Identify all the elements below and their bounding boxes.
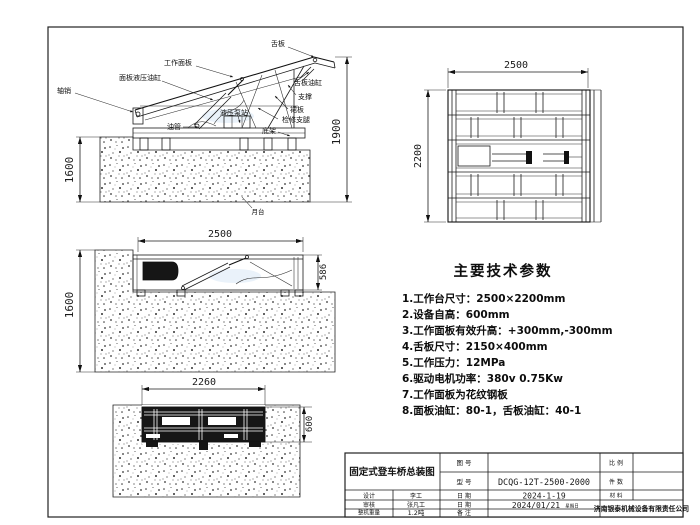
dim-plan-width: 2200 (413, 89, 446, 223)
date-label-1: 日 期 (457, 492, 471, 500)
note-label: 备 注 (457, 509, 471, 517)
label-base-frame: 底架 (262, 126, 276, 135)
label-support: 支撑 (298, 92, 312, 101)
auditor-name: 张凡工 (407, 501, 425, 509)
dim-plan-length: 2500 (447, 60, 589, 88)
label-pump-station: 液压泵站 (220, 108, 248, 117)
view-front: 2260 600 (112, 377, 315, 498)
weight-value: 1.2吨 (408, 508, 425, 517)
label-oil-pipe: 油管 (167, 122, 181, 131)
dim-2200: 2200 (413, 144, 424, 168)
label-tongue-cylinder: 舌板油缸 (294, 78, 322, 87)
date-2-note: 星期日 (565, 504, 579, 510)
model-value: DCQG-12T-2500-2000 (498, 478, 590, 488)
tech-param-2: 2.设备自高：600mm (402, 308, 510, 321)
watermark (209, 269, 261, 283)
label-tongue-plate: 舌板 (271, 39, 285, 48)
dim-frame-width: 2260 (141, 377, 266, 405)
dim-2500-lowered: 2500 (208, 229, 232, 240)
audit-label: 审核 (363, 501, 375, 509)
dim-lift-height: 1900 (310, 56, 352, 203)
dim-1900: 1900 (330, 119, 343, 146)
scale-label: 比 例 (609, 459, 623, 467)
tech-param-5: 5.工作压力：12MPa (402, 356, 505, 369)
label-panel-cylinder: 面板液压油缸 (119, 73, 161, 82)
date-1: 2024-1-19 (522, 492, 566, 501)
date-2: 2024/01/21 (512, 501, 560, 510)
qty-label: 件 数 (609, 478, 623, 486)
label-service-leg: 检修支腿 (282, 115, 310, 124)
company-name: 济南银泰机械设备有限责任公司 (594, 504, 689, 513)
dim-2260: 2260 (192, 377, 216, 388)
dim-1600-lowered: 1600 (63, 292, 76, 319)
model-label: 型 号 (456, 477, 472, 486)
dim-platform-length: 2500 (137, 229, 304, 252)
weight-label: 整机重量 (358, 509, 381, 517)
dim-closed-height: 586 (303, 254, 329, 291)
dim-600: 600 (305, 416, 315, 432)
dim-2500-plan: 2500 (504, 60, 528, 71)
tech-params: 主要技术参数 1.工作台尺寸：2500×2200mm 2.设备自高：600mm … (402, 262, 613, 417)
tech-param-7: 7.工作面板为花纹钢板 (402, 388, 508, 401)
dim-1600-raised: 1600 (63, 157, 76, 184)
view-plan: 2500 2200 (413, 60, 602, 223)
design-label: 设计 (363, 492, 375, 500)
date-label-2: 日 期 (457, 501, 471, 509)
fig-no-label: 图 号 (456, 459, 472, 467)
tech-param-6: 6.驱动电机功率：380v 0.75Kw (402, 372, 563, 385)
label-skirt-plate: 裙板 (290, 105, 304, 114)
label-axle-pin: 轴销 (57, 86, 71, 95)
tech-params-title: 主要技术参数 (454, 262, 553, 280)
label-work-panel: 工作面板 (164, 58, 192, 67)
tech-param-4: 4.舌板尺寸：2150×400mm (402, 340, 548, 353)
drawing-title: 固定式登车桥总装图 (349, 466, 435, 478)
material-label: 材 料 (610, 492, 623, 500)
designer-name: 李工 (410, 492, 422, 500)
tech-param-3: 3.工作面板有效升高：+300mm,-300mm (402, 324, 613, 337)
tech-param-1: 1.工作台尺寸：2500×2200mm (402, 292, 565, 305)
label-platform: 月台 (252, 207, 265, 216)
dim-pit-depth: 1600 (63, 136, 100, 203)
title-block: 固定式登车桥总装图 图 号 型 号 DCQG-12T-2500-2000 比 例… (344, 452, 689, 518)
tech-param-8: 8.面板油缸：80-1，舌板油缸：40-1 (402, 404, 581, 417)
view-side-lowered: 2500 586 1600 (63, 229, 336, 373)
dim-device-height: 600 (265, 406, 315, 443)
dim-586: 586 (319, 264, 329, 280)
dim-pit-depth-lowered: 1600 (63, 249, 95, 373)
view-side-raised: 1600 1900 舌板 工作面板 面板液压油缸 轴销 舌板油缸 支撑 裙板 检… (57, 39, 352, 216)
